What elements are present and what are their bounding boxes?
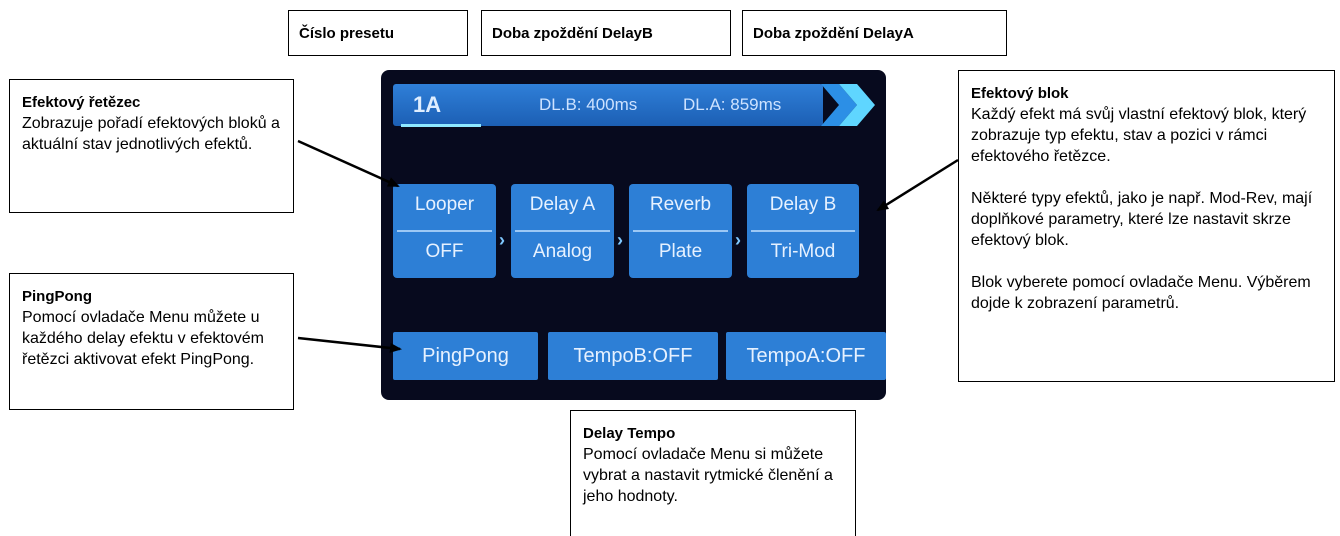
note-pingpong: PingPong Pomocí ovladače Menu můžete u k… [9,273,294,410]
chain-arrow-icon: › [735,230,741,250]
preset-underline [401,124,481,127]
note-delay-tempo-body: Pomocí ovladače Menu si můžete vybrat a … [583,446,833,505]
fx-block-name: Reverb [649,194,712,215]
fx-block-type: OFF [425,241,464,262]
fx-block-divider [397,230,492,232]
chain-arrow-icon: › [499,230,505,250]
fx-block-type: Plate [658,241,703,262]
fx-block-delay-b[interactable]: Delay B Tri-Mod [747,184,859,278]
fx-block-divider [633,230,728,232]
fx-block-name: Delay B [769,194,837,215]
fx-block-name: Delay A [529,194,596,215]
label-preset-number: Číslo presetu [288,10,468,56]
fx-block-type: Analog [532,241,593,262]
arrow-effect-block [876,158,959,212]
fx-block-divider [751,230,855,232]
note-effect-block-title: Efektový blok [971,85,1069,102]
fx-block-looper[interactable]: Looper OFF [393,184,496,278]
fx-block-reverb[interactable]: Reverb Plate [629,184,732,278]
note-pingpong-body: Pomocí ovladače Menu můžete u každého de… [22,309,264,368]
pingpong-button[interactable]: PingPong [393,332,538,380]
label-delay-a-time: Doba zpoždění DelayA [742,10,1007,56]
note-effect-chain: Efektový řetězec Zobrazuje pořadí efekto… [9,79,294,213]
note-effect-block: Efektový blok Každý efekt má svůj vlastn… [958,70,1335,382]
preset-number: 1A [413,92,442,117]
chain-arrow-icon: › [617,230,623,250]
fx-block-name: Looper [414,194,475,215]
chevron-right-icon [821,84,875,126]
label-delay-b-time: Doba zpoždění DelayB [481,10,731,56]
note-effect-block-p3: Blok vyberete pomocí ovladače Menu. Výbě… [971,274,1311,312]
note-pingpong-title: PingPong [22,288,92,305]
note-effect-block-p2: Některé typy efektů, jako je např. Mod-R… [971,190,1313,249]
note-delay-tempo: Delay Tempo Pomocí ovladače Menu si může… [570,410,856,536]
device-screen: 1A DL.B: 400ms DL.A: 859ms Looper OFF › … [381,70,886,400]
note-effect-block-p1: Každý efekt má svůj vlastní efektový blo… [971,106,1307,165]
note-effect-chain-title: Efektový řetězec [22,94,141,111]
tempo-b-button[interactable]: TempoB:OFF [548,332,718,380]
header-bar: 1A DL.B: 400ms DL.A: 859ms [393,84,823,127]
fx-block-delay-a[interactable]: Delay A Analog [511,184,614,278]
delay-b-readout: DL.B: 400ms [539,95,638,114]
note-effect-chain-body: Zobrazuje pořadí efektových bloků a aktu… [22,115,280,153]
tempo-a-button[interactable]: TempoA:OFF [726,332,886,380]
fx-block-divider [515,230,610,232]
fx-block-type: Tri-Mod [770,241,836,262]
note-delay-tempo-title: Delay Tempo [583,425,676,442]
delay-a-readout: DL.A: 859ms [683,95,782,114]
